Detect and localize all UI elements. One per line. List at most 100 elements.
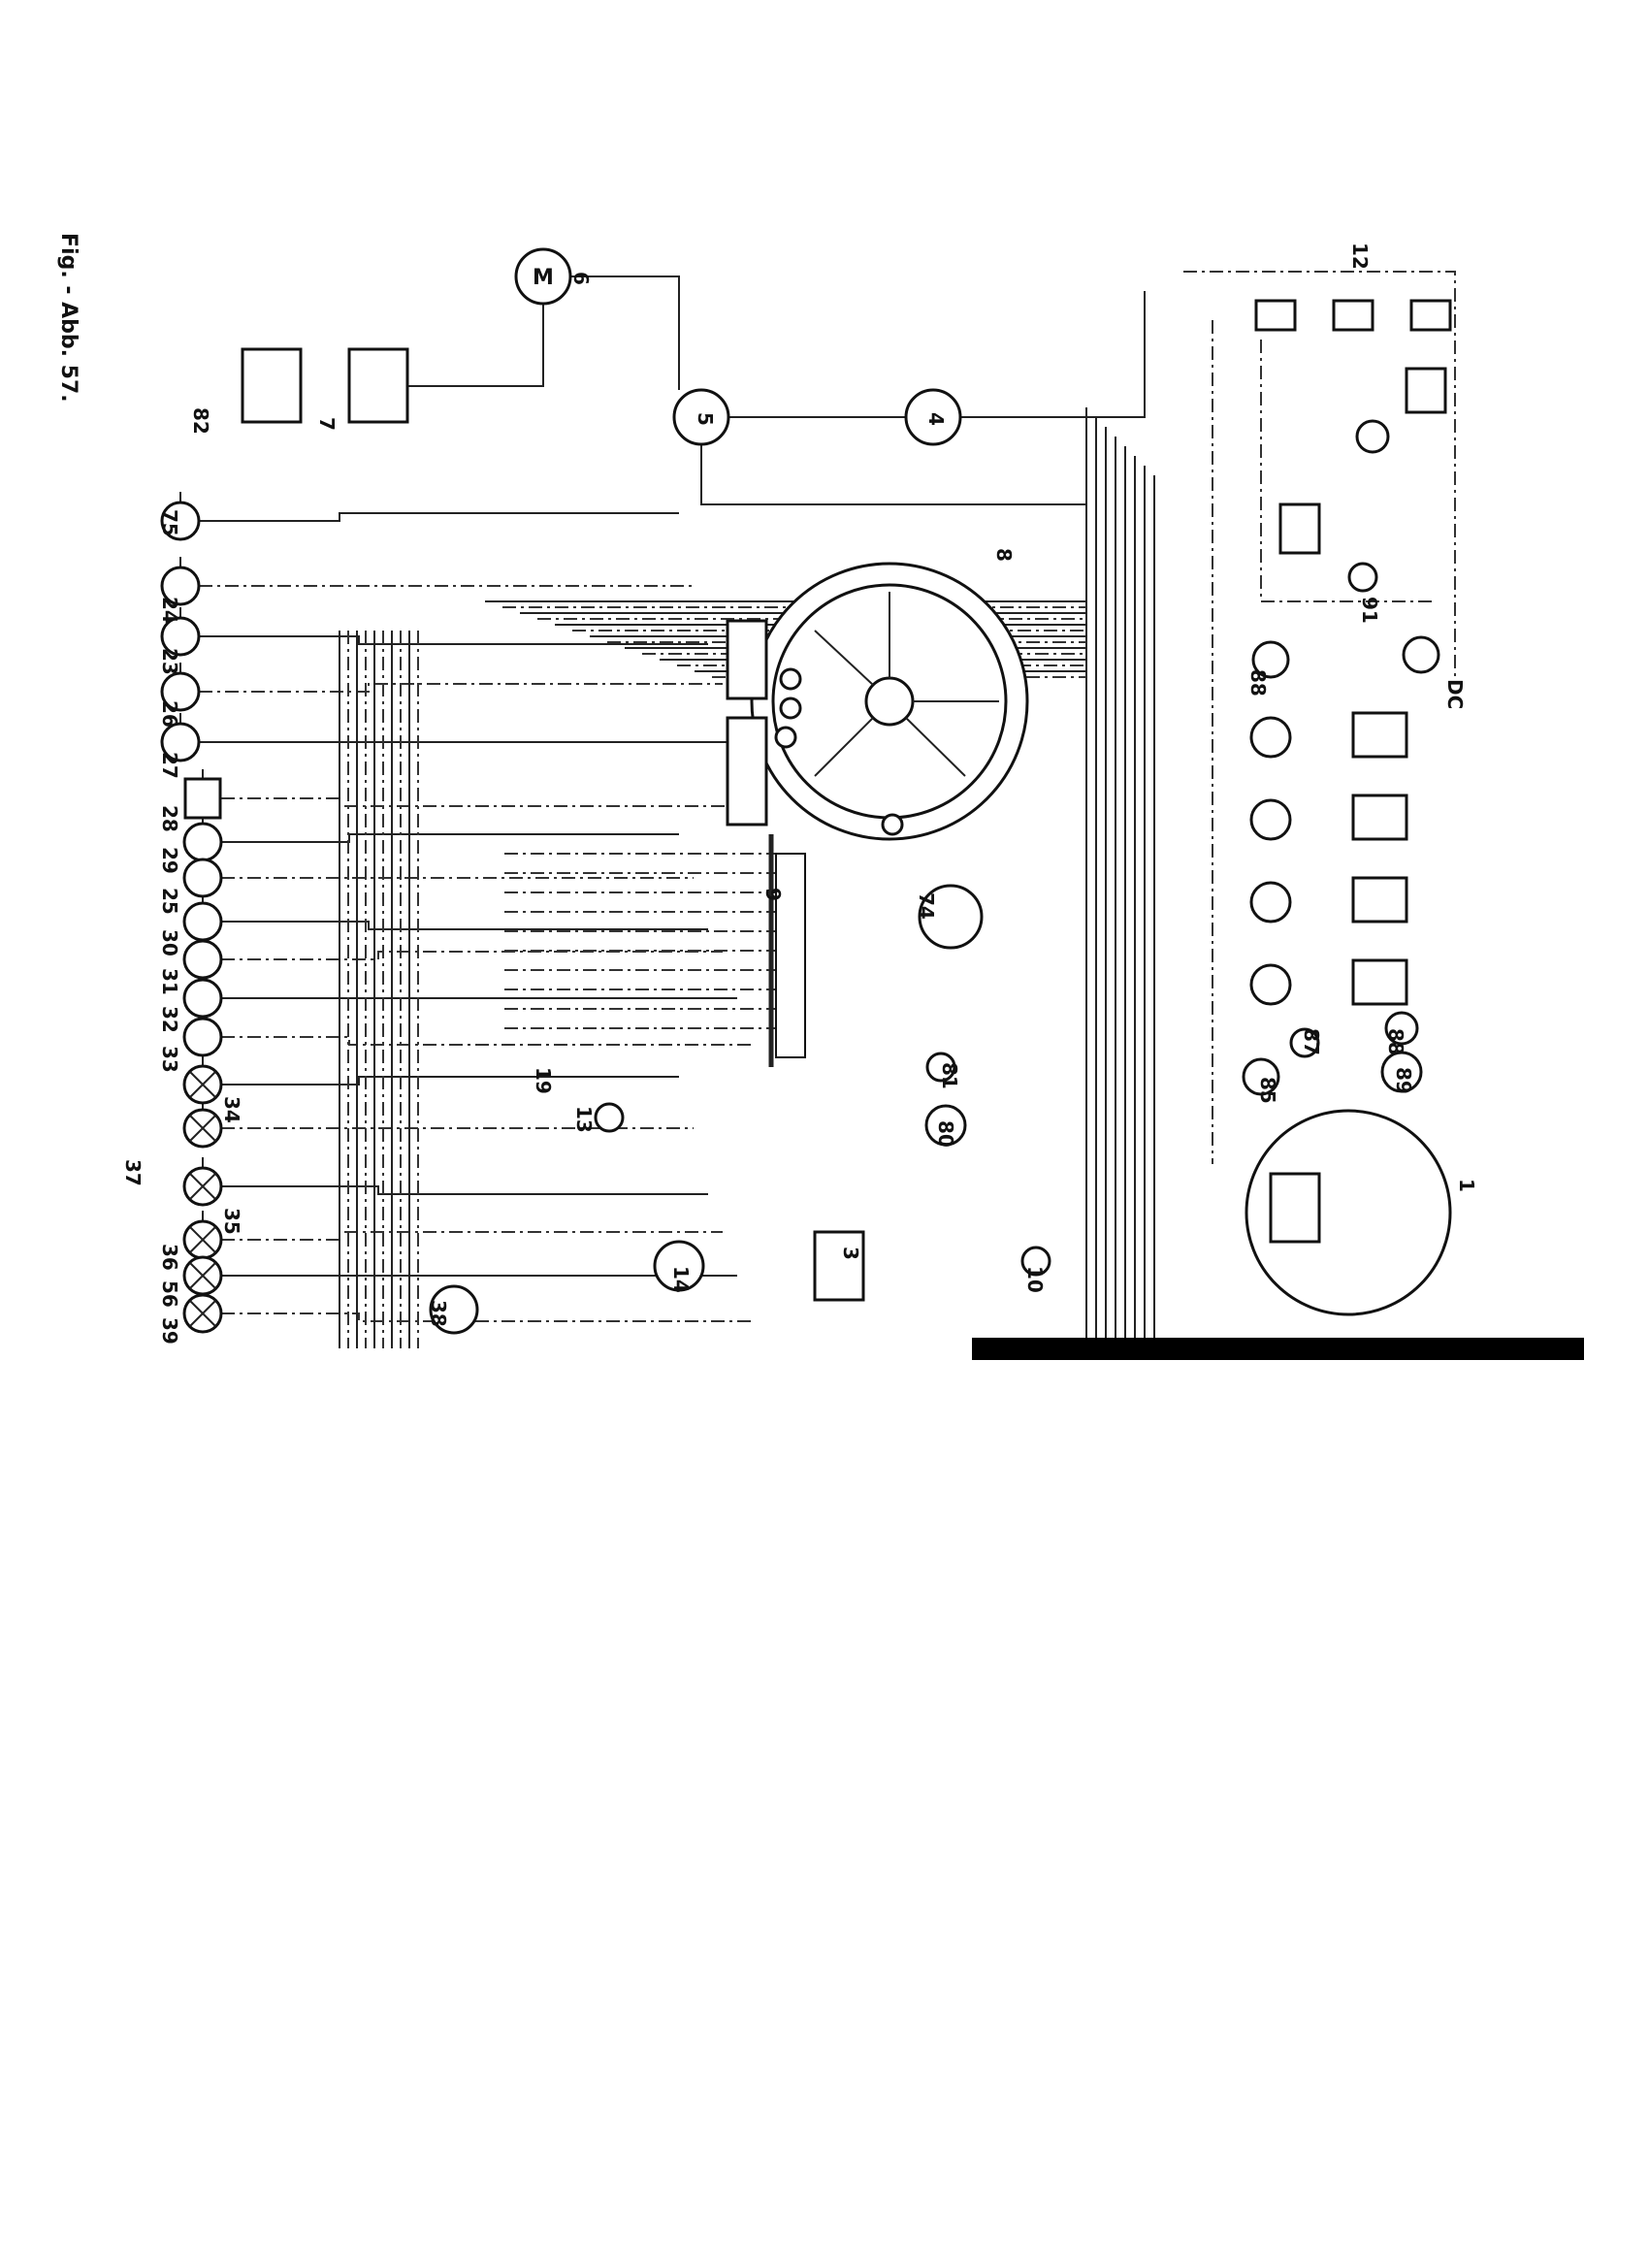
component-13 — [594, 1102, 625, 1133]
wire — [221, 1231, 723, 1241]
sender-circle — [1249, 881, 1292, 923]
relay-box — [1332, 299, 1374, 332]
component-circle — [160, 566, 201, 606]
component-88 — [1251, 640, 1290, 679]
sender-circle — [1249, 963, 1292, 1006]
label-88: 88 — [1384, 1028, 1407, 1055]
wire — [199, 635, 708, 645]
component-10 — [1020, 1246, 1051, 1277]
relay-box — [1409, 299, 1452, 332]
component-81 — [925, 1052, 956, 1083]
lamp-cross — [189, 1300, 216, 1327]
label-5: 5 — [694, 412, 717, 426]
motor-wire — [407, 275, 1146, 505]
component-85 — [1242, 1057, 1280, 1096]
component-circle — [182, 822, 223, 862]
label-38: 38 — [427, 1300, 450, 1327]
wire — [221, 833, 679, 843]
label-89: 89 — [1392, 1067, 1415, 1094]
label-10: 10 — [1023, 1266, 1047, 1293]
wire — [221, 951, 723, 960]
label-9: 9 — [761, 888, 785, 901]
component-circle — [160, 671, 201, 712]
lamp-cross — [189, 1115, 216, 1142]
label-28: 28 — [158, 805, 181, 832]
label-74: 74 — [915, 892, 938, 920]
component-88b — [1384, 1011, 1419, 1046]
wire — [221, 1185, 708, 1195]
lamp-cross — [189, 1262, 216, 1289]
wires — [179, 271, 1456, 1348]
right-wire — [1183, 271, 1456, 1164]
component-labels: 6 82 7 5 4 8 12 91 DC 88 75 24 23 26 27 … — [121, 243, 1478, 1345]
component-7b — [347, 347, 409, 424]
label-87: 87 — [1300, 1028, 1323, 1055]
lamp-cross — [189, 1173, 216, 1200]
label-31: 31 — [158, 968, 181, 995]
label-85: 85 — [1256, 1077, 1279, 1104]
connector-block — [1405, 367, 1447, 414]
wire — [199, 512, 679, 522]
label-23: 23 — [158, 648, 181, 675]
label-80: 80 — [934, 1120, 957, 1148]
ignition-switch-1 — [1245, 1109, 1452, 1316]
component-box — [183, 777, 222, 820]
component-38 — [429, 1284, 479, 1335]
scan-bar — [972, 1338, 1584, 1360]
label-29: 29 — [158, 847, 181, 874]
wire — [199, 683, 723, 693]
wire — [221, 797, 752, 807]
label-75: 75 — [158, 509, 181, 536]
label-81: 81 — [938, 1062, 961, 1089]
label-24: 24 — [158, 597, 181, 624]
gauge-box — [1351, 711, 1408, 759]
label-19: 19 — [532, 1067, 555, 1094]
fuse-box — [768, 834, 806, 1067]
motor-6: M — [514, 247, 572, 306]
component-dc — [1402, 635, 1440, 674]
sender-circle — [1249, 798, 1292, 841]
component-89 — [1380, 1051, 1423, 1093]
label-7: 7 — [315, 417, 339, 431]
component-91 — [1347, 562, 1378, 593]
label-27: 27 — [158, 752, 181, 779]
label-3: 3 — [839, 1247, 862, 1260]
gauge-box — [1351, 958, 1408, 1006]
gauge-box — [1351, 876, 1408, 923]
component-14 — [653, 1240, 705, 1292]
label-91: 91 — [1358, 597, 1381, 624]
gauge — [1355, 419, 1390, 454]
lamp-cross — [189, 1226, 216, 1253]
component-7a — [241, 347, 303, 424]
wire — [221, 921, 708, 930]
label-4: 4 — [924, 412, 948, 426]
component-87 — [1289, 1027, 1320, 1058]
component-80 — [924, 1104, 967, 1147]
wire — [221, 1036, 752, 1046]
label-34: 34 — [220, 1096, 243, 1123]
component-circle — [182, 939, 223, 980]
motor-symbol: M — [533, 266, 554, 290]
label-dc: DC — [1443, 679, 1467, 709]
component-5 — [672, 388, 730, 446]
label-1: 1 — [1455, 1179, 1478, 1192]
label-82: 82 — [189, 407, 212, 435]
label-25: 25 — [158, 888, 181, 915]
label-33: 33 — [158, 1046, 181, 1073]
component-74 — [918, 884, 984, 950]
label-32: 32 — [158, 1006, 181, 1033]
label-8: 8 — [992, 548, 1016, 562]
label-30: 30 — [158, 929, 181, 956]
component-circle — [182, 978, 223, 1019]
label-37: 37 — [121, 1159, 145, 1186]
label-12: 12 — [1348, 243, 1372, 270]
right-components — [429, 299, 1452, 1335]
component-circle — [182, 901, 223, 942]
component-regulator — [1278, 502, 1321, 555]
relay-box — [1254, 299, 1297, 332]
wire — [221, 1076, 679, 1085]
gauge-box — [1351, 794, 1408, 841]
label-14: 14 — [669, 1266, 693, 1293]
label-56: 56 — [158, 1280, 181, 1308]
